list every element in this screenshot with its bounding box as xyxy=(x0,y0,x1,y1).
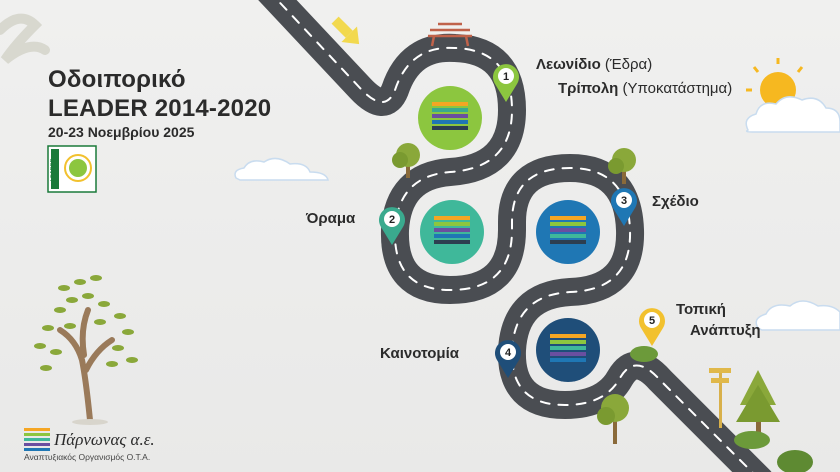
stop-circle-3 xyxy=(536,200,600,264)
bush-icon xyxy=(630,346,658,362)
stop-circle-4 xyxy=(536,318,600,382)
title-line-2: LEADER 2014-2020 xyxy=(48,95,272,122)
map-pin-4-icon: 4 xyxy=(495,340,521,378)
stop-1-name: Λεωνίδιο xyxy=(536,56,601,73)
pine-tree-icon xyxy=(736,370,780,436)
direction-arrow-icon xyxy=(331,16,360,45)
bush-icon xyxy=(777,450,813,472)
organization-subtitle: Αναπτυξιακός Οργανισμός Ο.Τ.Α. xyxy=(24,452,151,462)
organization-name: Πάρνωνας α.ε. xyxy=(54,430,155,449)
stop-5-label-line2: Ανάπτυξη xyxy=(690,322,761,339)
stop-circle-1 xyxy=(418,86,482,150)
stop-1-note: (Έδρα) xyxy=(600,56,653,73)
stop-1b-label: Τρίπολη (Υποκατάστημα) xyxy=(558,80,732,97)
pin-3-number: 3 xyxy=(621,195,627,207)
stop-1b-note: (Υποκατάστημα) xyxy=(618,80,733,97)
decorative-squiggle xyxy=(0,13,50,64)
cloud-icon xyxy=(234,157,329,181)
map-pin-5-icon: 5 xyxy=(639,308,665,346)
pin-1-number: 1 xyxy=(503,71,509,83)
stop-1b-name: Τρίπολη xyxy=(558,80,619,97)
pin-2-number: 2 xyxy=(389,214,395,226)
title-line-1: Οδοιπορικό xyxy=(48,66,186,93)
stop-1-label: Λεωνίδιο (Έδρα) xyxy=(536,56,652,73)
map-pin-1-icon: 1 xyxy=(493,64,519,102)
stop-circle-2 xyxy=(420,200,484,264)
stop-5-label-line1: Τοπική xyxy=(676,301,726,318)
pin-5-number: 5 xyxy=(649,315,655,327)
pin-4-number: 4 xyxy=(505,347,512,359)
leader-logo xyxy=(47,145,97,193)
olive-tree-icon xyxy=(34,275,138,425)
map-pin-2-icon: 2 xyxy=(379,207,405,245)
parnonas-logo-icon xyxy=(24,428,50,451)
map-pin-3-icon: 3 xyxy=(611,188,637,226)
tree-icon xyxy=(608,148,636,184)
winding-road xyxy=(258,0,772,472)
stop-3-label: Σχέδιο xyxy=(652,193,699,210)
cloud-icon xyxy=(745,96,840,133)
bench-icon xyxy=(428,22,472,47)
stop-4-label: Καινοτομία xyxy=(380,345,459,362)
leader-logo-text: LEADER xyxy=(50,158,56,182)
signpost-icon xyxy=(709,368,731,428)
stop-2-label: Όραμα xyxy=(306,210,356,227)
cloud-icon xyxy=(755,300,840,331)
tree-icon xyxy=(392,143,420,178)
event-dates: 20-23 Νοεμβρίου 2025 xyxy=(48,124,195,140)
bush-icon xyxy=(734,431,770,449)
tree-icon xyxy=(597,394,629,444)
